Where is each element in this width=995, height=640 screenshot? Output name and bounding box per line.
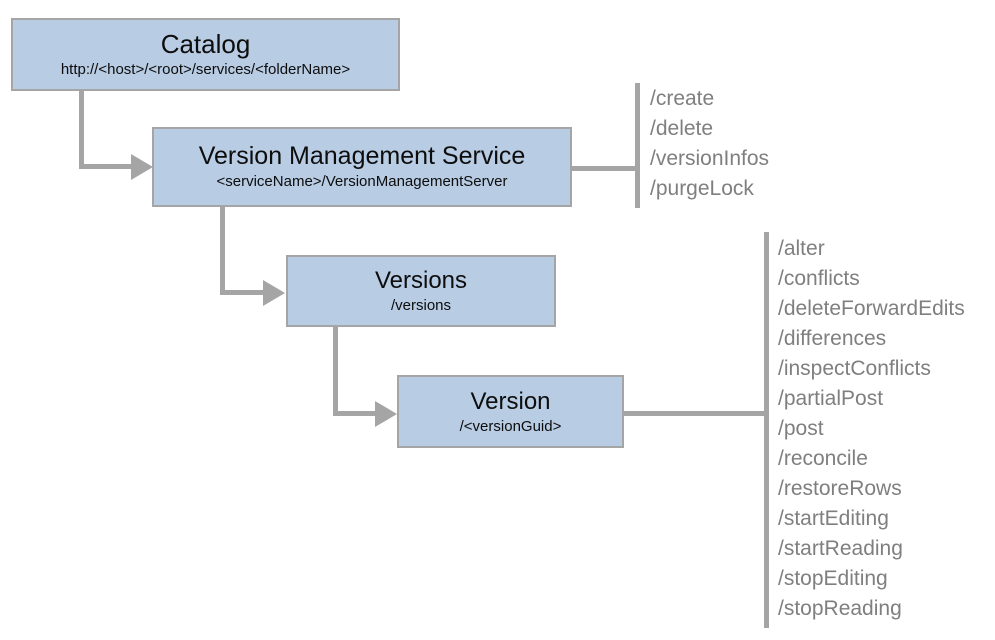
node-catalog[interactable]: Catalog http://<host>/<root>/services/<f… [11, 18, 400, 91]
node-catalog-subtitle: http://<host>/<root>/services/<folderNam… [60, 60, 351, 78]
connector-service-to-versions-horizontal [220, 290, 266, 295]
node-version-management-service-subtitle: <serviceName>/VersionManagementServer [216, 173, 508, 190]
connector-versions-to-version-vertical [333, 326, 338, 416]
arrowhead-catalog-to-service [131, 154, 153, 180]
node-versions-subtitle: /versions [390, 297, 452, 314]
operation-item[interactable]: /deleteForwardEdits [778, 297, 965, 320]
operation-item[interactable]: /startReading [778, 537, 903, 560]
connector-catalog-to-service-vertical [79, 90, 84, 169]
node-version[interactable]: Version /<versionGuid> [397, 375, 624, 448]
node-version-subtitle: /<versionGuid> [459, 417, 562, 435]
operation-item[interactable]: /purgeLock [650, 177, 754, 200]
arrowhead-versions-to-version [375, 401, 397, 427]
operation-item[interactable]: /partialPost [778, 387, 884, 410]
operation-item[interactable]: /alter [778, 237, 825, 260]
operation-item[interactable]: /stopEditing [778, 567, 888, 590]
operation-item[interactable]: /differences [778, 327, 887, 350]
operation-list-service: /create /delete /versionInfos /purgeLock [650, 84, 769, 204]
operation-item[interactable]: /restoreRows [778, 477, 902, 500]
operation-item[interactable]: /stopReading [778, 597, 902, 620]
operation-item[interactable]: /create [650, 87, 715, 110]
operation-item[interactable]: /startEditing [778, 507, 889, 530]
bracket-version-operations [764, 232, 769, 628]
operation-list-version: /alter /conflicts /deleteForwardEdits /d… [778, 234, 965, 624]
connector-versions-to-version-horizontal [333, 411, 378, 416]
operation-item[interactable]: /post [778, 417, 824, 440]
connector-catalog-to-service-horizontal [79, 164, 134, 169]
node-version-title: Version [470, 387, 551, 415]
connector-service-to-versions-vertical [220, 205, 225, 295]
node-version-management-service[interactable]: Version Management Service <serviceName>… [152, 127, 572, 207]
node-version-management-service-title: Version Management Service [198, 142, 526, 170]
node-catalog-title: Catalog [160, 28, 251, 59]
connector-version-to-operations [623, 411, 768, 416]
operation-item[interactable]: /conflicts [778, 267, 860, 290]
bracket-service-operations [635, 83, 640, 208]
operation-item[interactable]: /versionInfos [650, 147, 770, 170]
connector-service-to-operations [570, 166, 640, 171]
operation-item[interactable]: /delete [650, 117, 714, 140]
node-versions-title: Versions [374, 267, 468, 294]
arrowhead-service-to-versions [263, 280, 285, 306]
operation-item[interactable]: /inspectConflicts [778, 357, 931, 380]
node-versions[interactable]: Versions /versions [286, 255, 556, 327]
operation-item[interactable]: /reconcile [778, 447, 868, 470]
